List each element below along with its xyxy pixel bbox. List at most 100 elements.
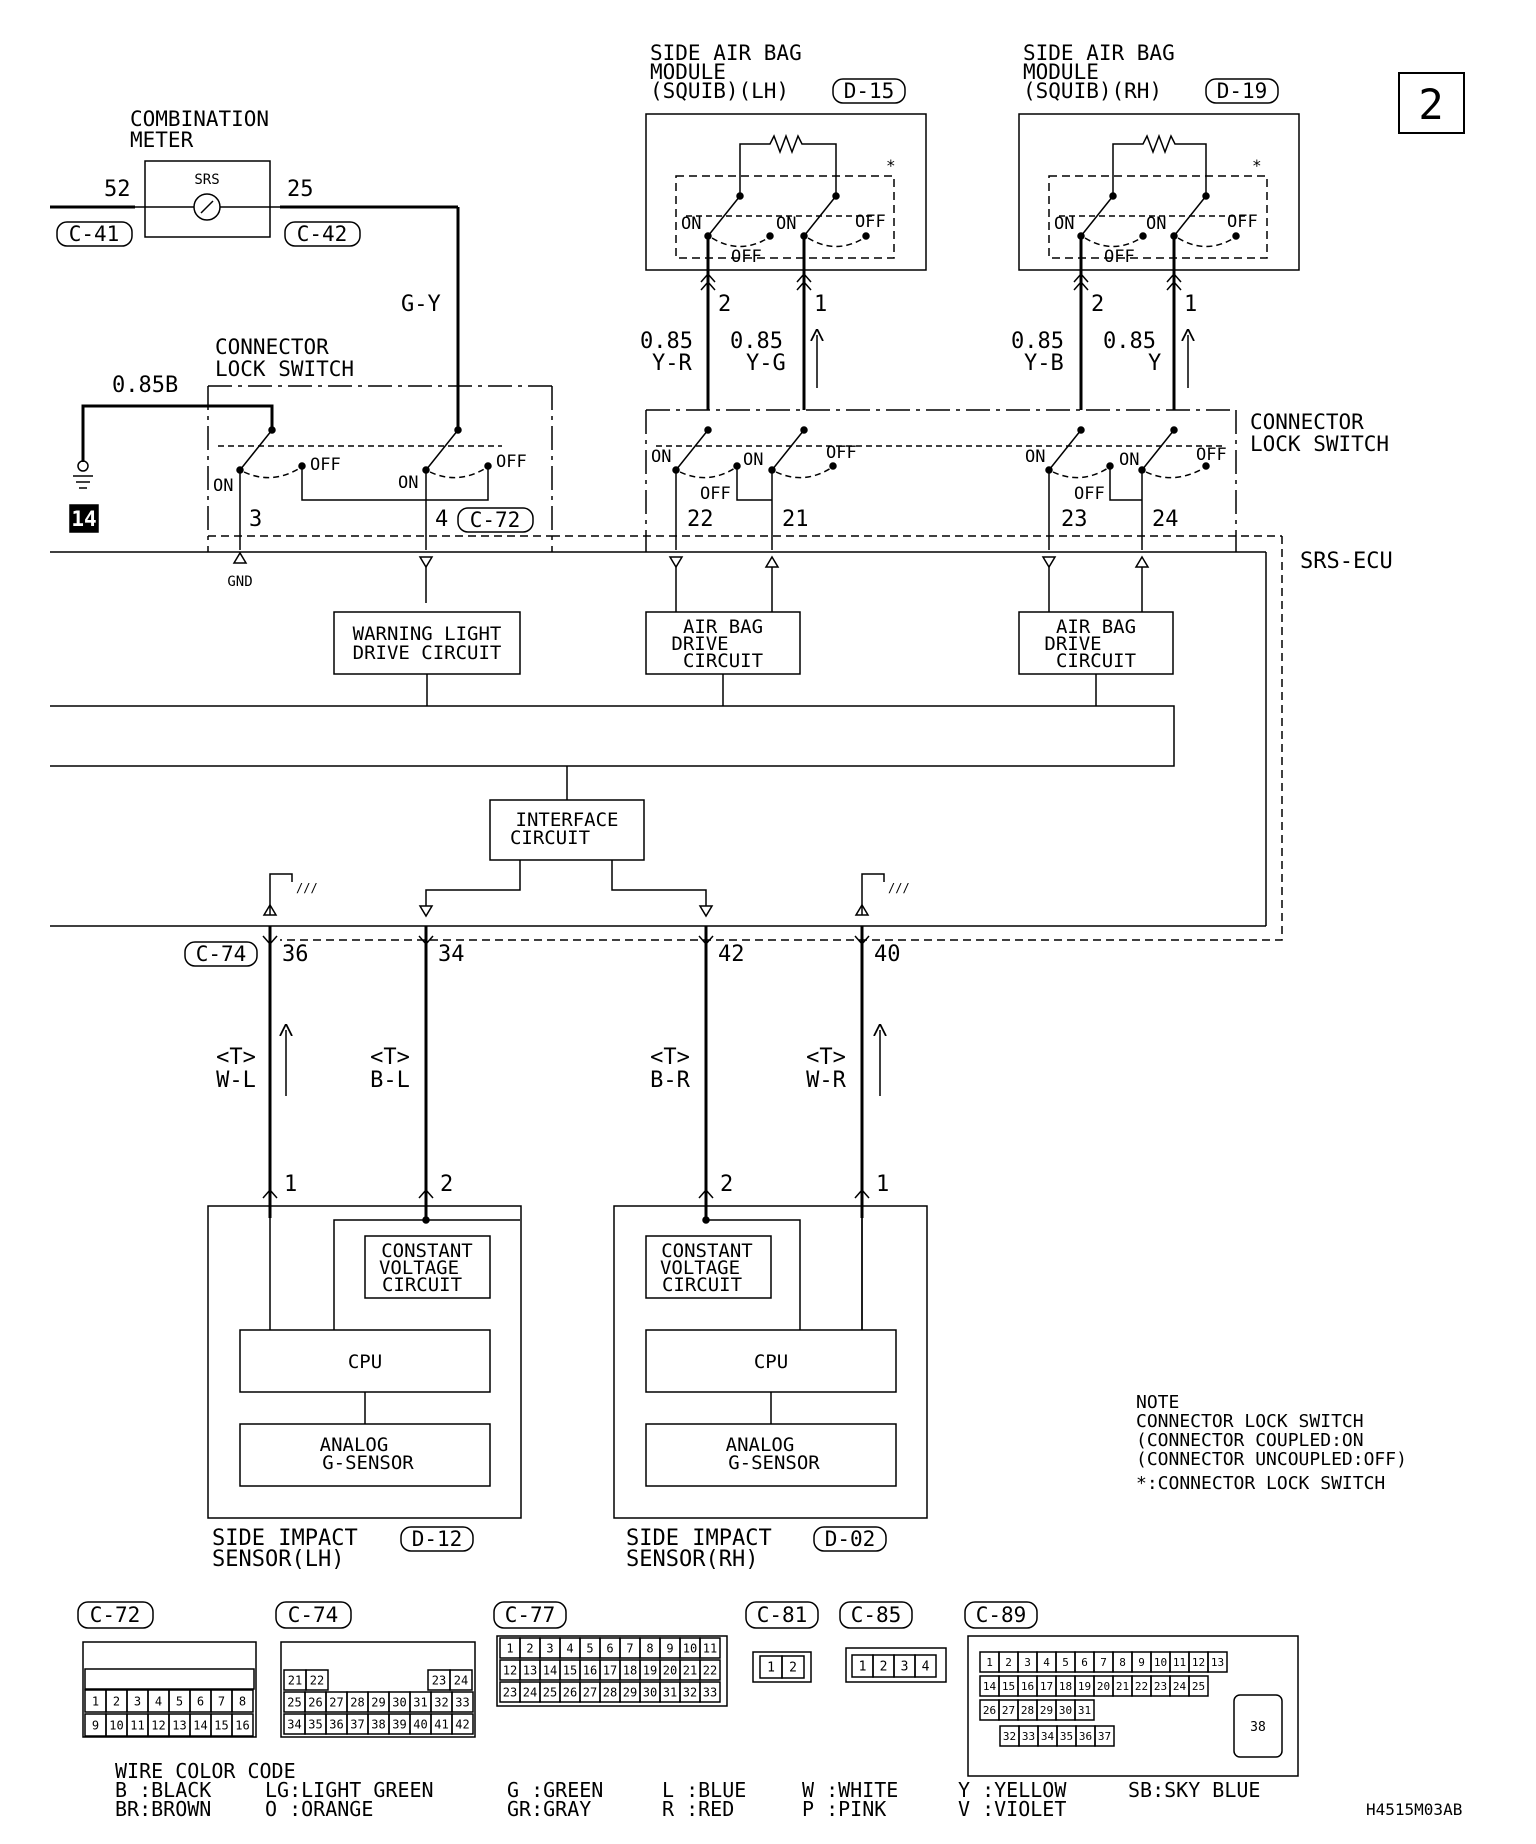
connector-pin-label: 27: [1002, 1704, 1015, 1717]
connector-pin-label: 16: [235, 1718, 249, 1732]
rsw-on-2: ON: [743, 450, 763, 470]
connector-pin-label: 16: [1021, 1680, 1034, 1693]
connector-pin-cell: [1207, 1651, 1228, 1673]
note-line-4: *:CONNECTOR LOCK SWITCH: [1136, 1473, 1385, 1494]
lh-state-on-1: ON: [681, 214, 701, 234]
connector-pin-label: 33: [455, 1695, 469, 1709]
connector-pin-label: 2: [113, 1694, 120, 1708]
sensor-pin-lh-2: 2: [440, 1172, 453, 1197]
rh-analog-label-1: ANALOG: [726, 1434, 795, 1456]
wcc-v: V :VIOLET: [958, 1797, 1066, 1821]
connector-pin-label: 10: [683, 1641, 697, 1655]
connector-pin-cell: [451, 1713, 474, 1735]
airbag-drive-lh-label-1: AIR BAG: [683, 616, 763, 638]
connector-pin-label: 14: [193, 1718, 207, 1732]
rsw-off-1: OFF: [700, 484, 731, 504]
impact-lh-label-2: SENSOR(LH): [212, 1547, 344, 1572]
connector-pin-label: 13: [172, 1718, 186, 1732]
connector-pin-label: 4: [566, 1641, 573, 1655]
connector-pin-label: 24: [454, 1673, 468, 1687]
airbag-lh-label-2: MODULE: [650, 60, 726, 84]
connector-pin-label: 22: [703, 1663, 717, 1677]
connector-pin-label: 26: [308, 1695, 322, 1709]
lh-constant-label-1: CONSTANT: [381, 1240, 473, 1262]
connector-pin-label: 28: [1021, 1704, 1034, 1717]
connector-pin-label: 17: [603, 1663, 617, 1677]
connector-pin-label: 5: [1062, 1656, 1069, 1669]
connector-pin-label: 3: [546, 1641, 553, 1655]
connector-pin-label: 31: [413, 1695, 427, 1709]
lock-switch-right-label-2: LOCK SWITCH: [1250, 432, 1389, 456]
ground-number: 14: [71, 507, 96, 531]
airbag-rh-label-2: MODULE: [1023, 60, 1099, 84]
page-number-box: [1398, 72, 1465, 134]
gnd-label: GND: [227, 574, 252, 590]
rh-state-on-1: ON: [1054, 214, 1074, 234]
c89-pin-38: 38: [1250, 1720, 1266, 1735]
state-on-2: ON: [398, 473, 418, 493]
connector-pin-label: 6: [197, 1694, 204, 1708]
connector-pin-label: 21: [1116, 1680, 1129, 1693]
page-number: 2: [1418, 80, 1443, 129]
connector-pin-label: 28: [603, 1685, 617, 1699]
connector-pin-label: 25: [287, 1695, 301, 1709]
lh-wire-b-size: 0.85: [730, 329, 783, 354]
connector-pin-label: 28: [350, 1695, 364, 1709]
connector-pin-label: 13: [1211, 1656, 1224, 1669]
connector-pin-label: 16: [583, 1663, 597, 1677]
connector-pin-label: 11: [130, 1718, 144, 1732]
connector-pin-label: 22: [310, 1673, 324, 1687]
lh-constant-label-2: VOLTAGE: [379, 1257, 459, 1279]
rh-wire-b-size: 0.85: [1103, 329, 1156, 354]
connector-pin-label: 3: [1024, 1656, 1031, 1669]
wcc-gr: GR:GRAY: [507, 1797, 591, 1821]
state-on-1: ON: [213, 476, 233, 496]
combination-meter-label-2: METER: [130, 128, 194, 152]
connector-pin-label: 1: [92, 1694, 99, 1708]
interface-label-2: CIRCUIT: [510, 827, 590, 849]
side-impact-sensor-lh: CONSTANT VOLTAGE CIRCUIT CPU ANALOG G-SE…: [207, 1205, 522, 1572]
sensor-pin-rh-1: 1: [876, 1172, 889, 1197]
side-airbag-module-rh: SIDE AIR BAG MODULE (SQUIB)(RH) D-19 * O…: [1011, 41, 1300, 410]
ecu-pin-42: 42: [718, 942, 745, 967]
lh-state-on-2: ON: [776, 214, 796, 234]
connector-pin-label: 17: [1040, 1680, 1053, 1693]
connector-label-c41: C-41: [69, 222, 120, 246]
conn-view-c89-label: C-89: [976, 1603, 1027, 1627]
warning-light-label-1: WARNING LIGHT: [353, 623, 502, 645]
combination-meter-label-1: COMBINATION: [130, 107, 269, 131]
connector-pin-label: 21: [288, 1673, 302, 1687]
connector-pin-label: 4: [922, 1660, 930, 1675]
conn-view-c72-label: C-72: [90, 1603, 141, 1627]
drawing-code: H4515M03AB: [1366, 1800, 1462, 1819]
wire-w-l: W-L: [216, 1068, 256, 1093]
ground-mark-1: ///: [296, 881, 318, 895]
connector-label-d12: D-12: [412, 1527, 463, 1551]
rh-state-on-2: ON: [1146, 214, 1166, 234]
connector-pin-label: 35: [1060, 1730, 1073, 1743]
connector-pin-label: 31: [1078, 1704, 1091, 1717]
connector-pin-cell: [305, 1669, 329, 1691]
connector-pin-label: 9: [1138, 1656, 1145, 1669]
pin-3: 3: [249, 507, 262, 532]
connector-pin-label: 7: [626, 1641, 633, 1655]
sensor-pin-lh-1: 1: [284, 1172, 297, 1197]
connector-pin-label: 3: [901, 1660, 909, 1675]
rsw-off-2: OFF: [826, 443, 857, 463]
lh-state-off-2: OFF: [855, 212, 886, 232]
rh-wire-a-color: Y-B: [1024, 351, 1064, 376]
rh-constant-label-1: CONSTANT: [661, 1240, 753, 1262]
connector-pin-label: 37: [1098, 1730, 1111, 1743]
meter-pin-52: 52: [104, 177, 131, 202]
squib-rh-switch-asterisk: *: [1252, 156, 1262, 175]
connector-pin-label: 29: [623, 1685, 637, 1699]
connector-pin-label: 18: [623, 1663, 637, 1677]
connector-pin-label: 3: [134, 1694, 141, 1708]
connector-pin-cell: [699, 1637, 721, 1659]
ground-wire-size: 0.85B: [112, 373, 178, 398]
connector-pin-label: 21: [683, 1663, 697, 1677]
connector-pin-label: 22: [1135, 1680, 1148, 1693]
